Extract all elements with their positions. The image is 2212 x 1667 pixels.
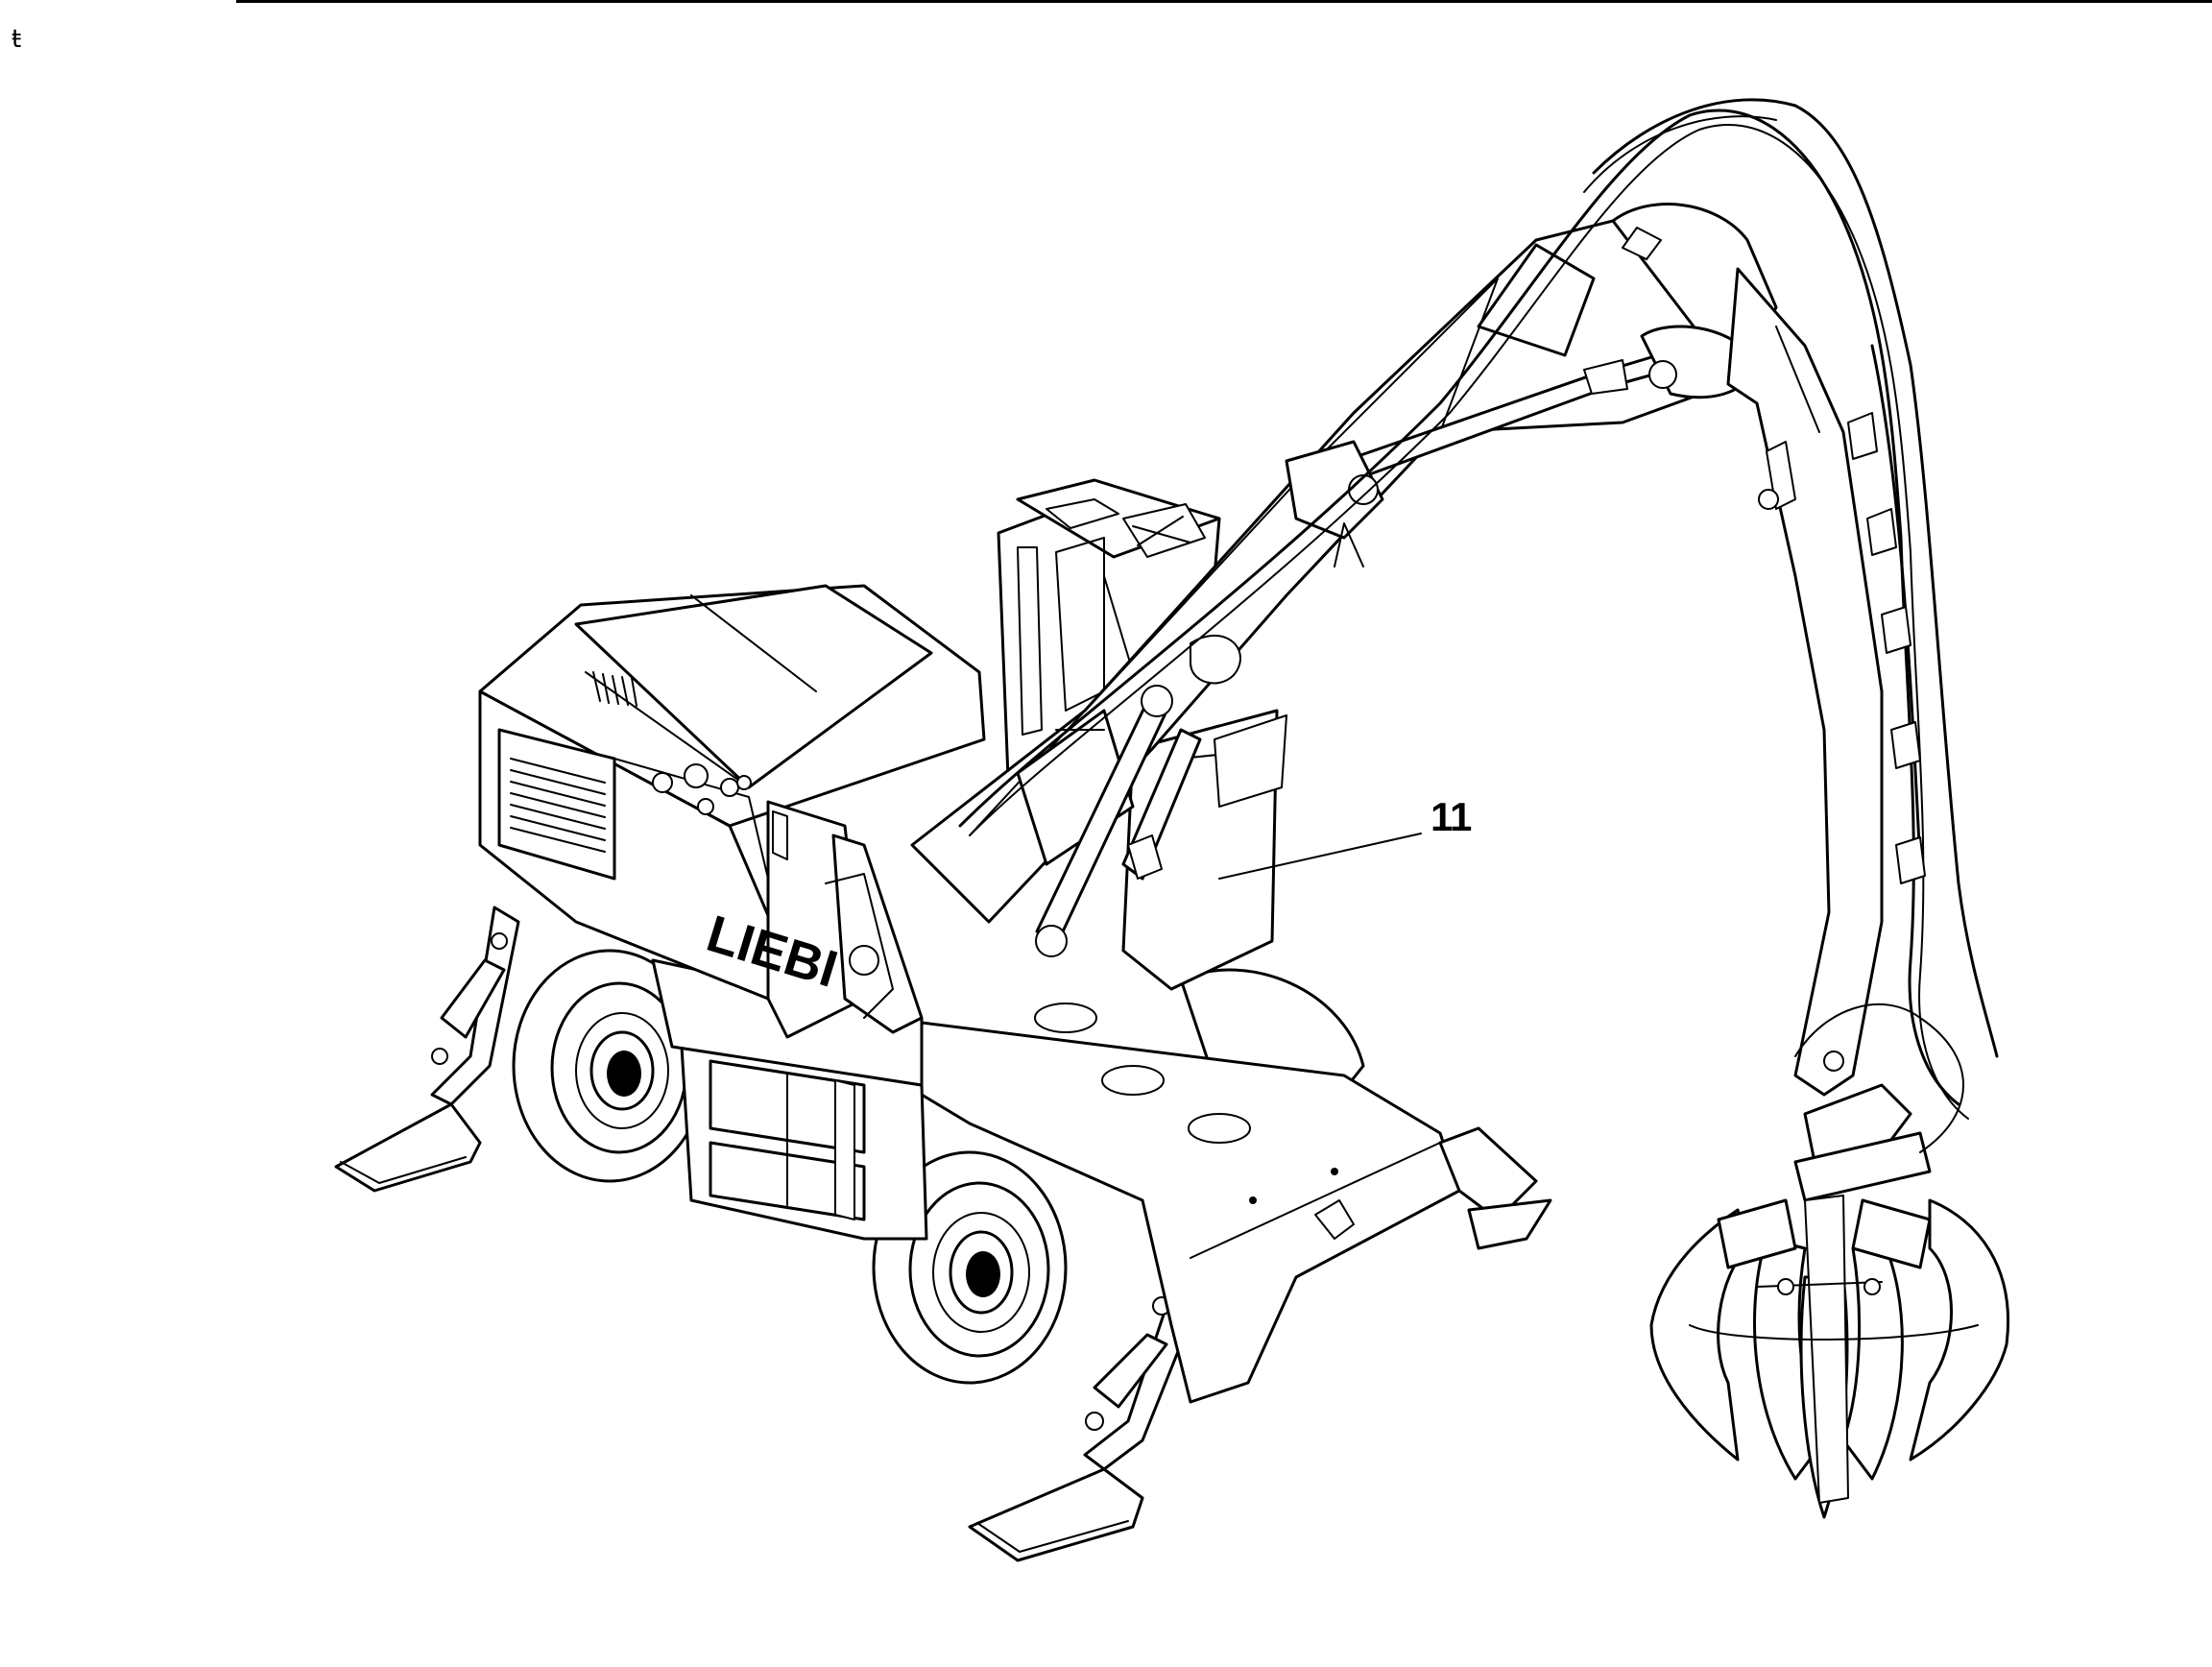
rear-left-outrigger (334, 906, 520, 1193)
chassis-front (651, 958, 928, 1241)
operator-cab (997, 478, 1221, 780)
corner-mark: ŧ (12, 25, 22, 54)
engine-grille (592, 671, 637, 707)
rear-wheel (512, 949, 708, 1183)
boom-cylinder (1035, 685, 1202, 957)
undercarriage (881, 1003, 1552, 1404)
stick (1726, 267, 1884, 1097)
hydraulic-hoses (958, 98, 1999, 1120)
header-rule (236, 0, 2212, 3)
callout-leader-line (1218, 833, 1422, 880)
callout-label: 11 (1431, 794, 1472, 839)
uppercarriage (478, 584, 986, 1039)
orange-peel-grapple (1649, 1003, 2009, 1519)
rad-grille (510, 758, 606, 853)
